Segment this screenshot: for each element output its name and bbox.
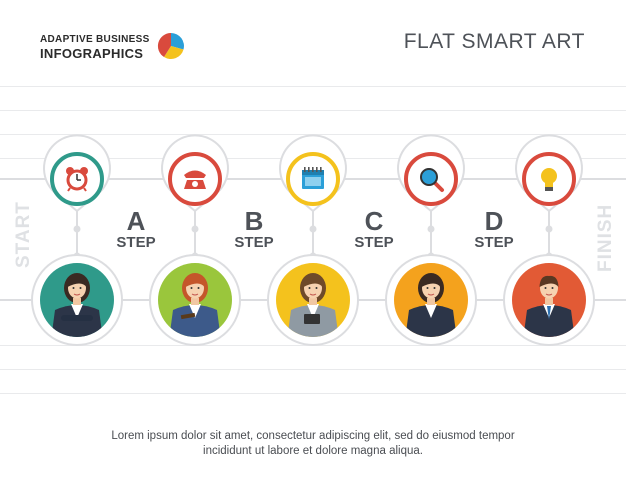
alarm-clock-icon: [66, 167, 88, 192]
connector-dot: [427, 225, 435, 233]
step-label-a: A STEP: [106, 207, 166, 251]
background-line: [0, 393, 626, 394]
brand-logo: ADAPTIVE BUSINESS INFOGRAPHICS: [40, 34, 150, 61]
magnifier-icon: [420, 168, 444, 192]
process-node: [267, 134, 359, 346]
brand-line-1: ADAPTIVE BUSINESS: [40, 34, 150, 45]
step-word: STEP: [354, 234, 394, 251]
step-label-c: C STEP: [344, 207, 404, 251]
background-line: [0, 369, 626, 370]
telephone-icon: [184, 170, 206, 189]
connector-dot: [545, 225, 553, 233]
step-letter: A: [126, 206, 146, 236]
step-letter: B: [244, 206, 264, 236]
avatar: [287, 273, 339, 337]
step-label-d: D STEP: [464, 207, 524, 251]
connector-dot: [191, 225, 199, 233]
avatar: [51, 273, 103, 337]
process-node: [149, 134, 241, 346]
lightbulb-icon: [541, 168, 557, 191]
avatar: [405, 273, 457, 337]
pie-logo-icon: [157, 32, 184, 60]
connector-dot: [309, 225, 317, 233]
background-line: [0, 86, 626, 87]
description-line-1: Lorem ipsum dolor sit amet, consectetur …: [111, 430, 515, 442]
step-letter: D: [484, 206, 504, 236]
background-line: [0, 110, 626, 111]
step-label-b: B STEP: [224, 207, 284, 251]
step-word: STEP: [234, 234, 274, 251]
avatar: [523, 275, 575, 337]
avatar: [169, 273, 221, 337]
process-node: [385, 134, 477, 346]
step-letter: C: [364, 206, 384, 236]
description-text: Lorem ipsum dolor sit amet, consectetur …: [0, 429, 626, 459]
process-node: [503, 134, 595, 346]
icon-ring: [168, 152, 222, 206]
page-title: FLAT SMART ART: [403, 30, 585, 53]
description-line-2: incididunt ut labore et dolore magna ali…: [203, 445, 423, 457]
connector-dot: [73, 225, 81, 233]
step-word: STEP: [116, 234, 156, 251]
brand-line-2: INFOGRAPHICS: [40, 46, 144, 61]
calendar-icon: [302, 167, 324, 189]
step-word: STEP: [474, 234, 514, 251]
process-node: [31, 134, 123, 346]
